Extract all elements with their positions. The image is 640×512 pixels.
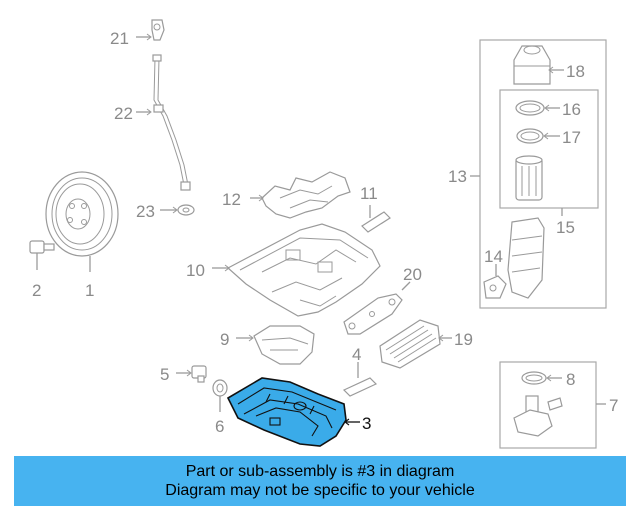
- callout-4: 4: [352, 345, 361, 364]
- part-2-bolt: [29, 240, 55, 270]
- callout-3: 3: [362, 414, 371, 433]
- group-13-filter-assembly: [470, 39, 607, 309]
- part-23-seal: [160, 204, 195, 216]
- callout-15: 15: [556, 218, 575, 237]
- callout-14: 14: [484, 247, 503, 266]
- part-4-sealant: [342, 362, 378, 397]
- callout-22: 22: [114, 104, 133, 123]
- part-18-filter-cap: [513, 45, 564, 85]
- part-9-baffle: [236, 325, 315, 365]
- callout-9: 9: [220, 330, 229, 349]
- part-22-dipstick-tube: [136, 54, 191, 191]
- filter-element: [515, 155, 543, 201]
- part-6-washer: [212, 379, 228, 412]
- callout-5: 5: [160, 365, 169, 384]
- part-8-seal: [521, 371, 562, 385]
- callout-6: 6: [215, 417, 224, 436]
- part-19-oil-cooler: [379, 319, 452, 369]
- part-3-oil-pan[interactable]: [226, 377, 360, 447]
- callout-10: 10: [186, 261, 205, 280]
- part-12-baffle: [250, 171, 351, 219]
- callout-23: 23: [136, 202, 155, 221]
- info-banner: Part or sub-assembly is #3 in diagram Di…: [14, 456, 626, 506]
- callout-7: 7: [609, 396, 618, 415]
- part-14-housing: [483, 217, 545, 299]
- part-5-drain-plug: [176, 365, 207, 383]
- part-11-sealant: [361, 205, 391, 233]
- part-10-upper-pan: [212, 223, 381, 317]
- callout-1: 1: [85, 281, 94, 300]
- part-17-o-ring: [516, 128, 560, 144]
- callout-20: 20: [403, 265, 422, 284]
- banner-line-2: Diagram may not be specific to your vehi…: [165, 482, 475, 499]
- callout-8: 8: [566, 370, 575, 389]
- part-20-gasket: [343, 281, 411, 335]
- banner-line-1: Part or sub-assembly is #3 in diagram: [185, 463, 455, 480]
- callout-19: 19: [454, 330, 473, 349]
- part-21-dipstick-handle: [136, 19, 165, 41]
- part-1-pulley: [45, 171, 119, 272]
- part-16-o-ring: [515, 100, 560, 116]
- sensor-body: [513, 395, 563, 437]
- callout-18: 18: [566, 62, 585, 81]
- callout-16: 16: [562, 100, 581, 119]
- callout-2: 2: [32, 281, 41, 300]
- callout-17: 17: [562, 128, 581, 147]
- callout-12: 12: [222, 190, 241, 209]
- callout-11: 11: [360, 184, 378, 203]
- callout-21: 21: [110, 29, 129, 48]
- group-7-sensor: [499, 361, 606, 449]
- callout-13: 13: [448, 167, 467, 186]
